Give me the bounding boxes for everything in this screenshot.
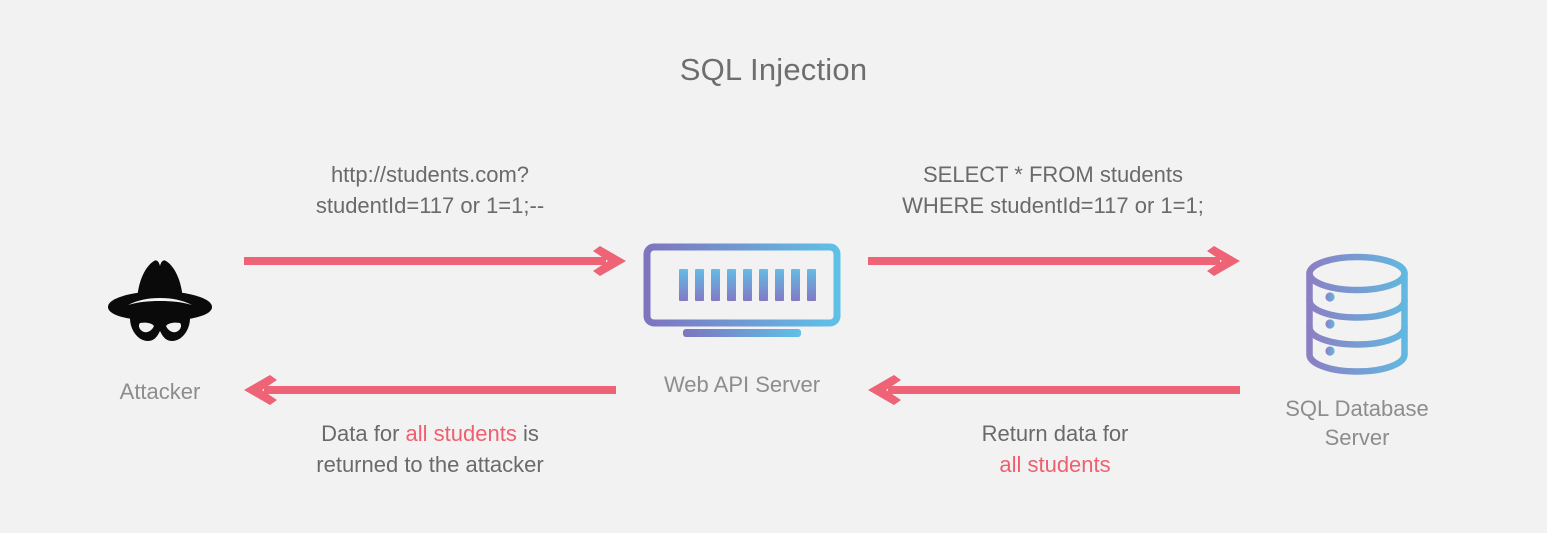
arrow-request-attacker-to-server [244,246,626,276]
node-label-web-api-server: Web API Server [663,372,821,397]
database-cylinder-icon [1305,253,1409,375]
flow-label-request-attacker-to-server: http://students.com? studentId=117 or 1=… [225,159,635,221]
arrow-query-server-to-database [868,246,1240,276]
node-label-line-1: SQL Database [1285,396,1429,421]
flow-label-line-1: Return data for [981,421,1129,446]
flow-label-line-1-highlight: all students [405,421,517,446]
flow-label-line-1: http://students.com? [330,162,530,187]
attacker-hat-mask-icon [104,255,216,345]
page-title: SQL Injection [679,52,868,87]
arrow-response-server-to-attacker [244,375,616,405]
flow-label-response-server-to-attacker: Data for all students is returned to the… [225,418,635,480]
monitor-server-icon [643,243,841,339]
flow-label-line-2: returned to the attacker [316,452,544,477]
flow-label-line-1: SELECT * FROM students [922,162,1183,187]
arrow-response-database-to-server [868,375,1240,405]
node-label-sql-database-server: SQL Database Server [1255,394,1459,452]
flow-label-line-1: Data for all students is [225,418,635,449]
flow-label-response-database-to-server: Return data for all students [855,418,1255,480]
node-label-line-2: Server [1324,425,1390,450]
flow-label-line-2-highlight: all students [999,452,1111,477]
flow-label-line-1-pre: Data for [321,421,406,446]
flow-label-line-2: WHERE studentId=117 or 1=1; [902,193,1204,218]
flow-label-line-2: studentId=117 or 1=1;-- [315,193,545,218]
flow-label-line-1-post: is [516,421,539,446]
node-label-attacker: Attacker [119,379,201,404]
flow-label-query-server-to-database: SELECT * FROM students WHERE studentId=1… [848,159,1258,221]
